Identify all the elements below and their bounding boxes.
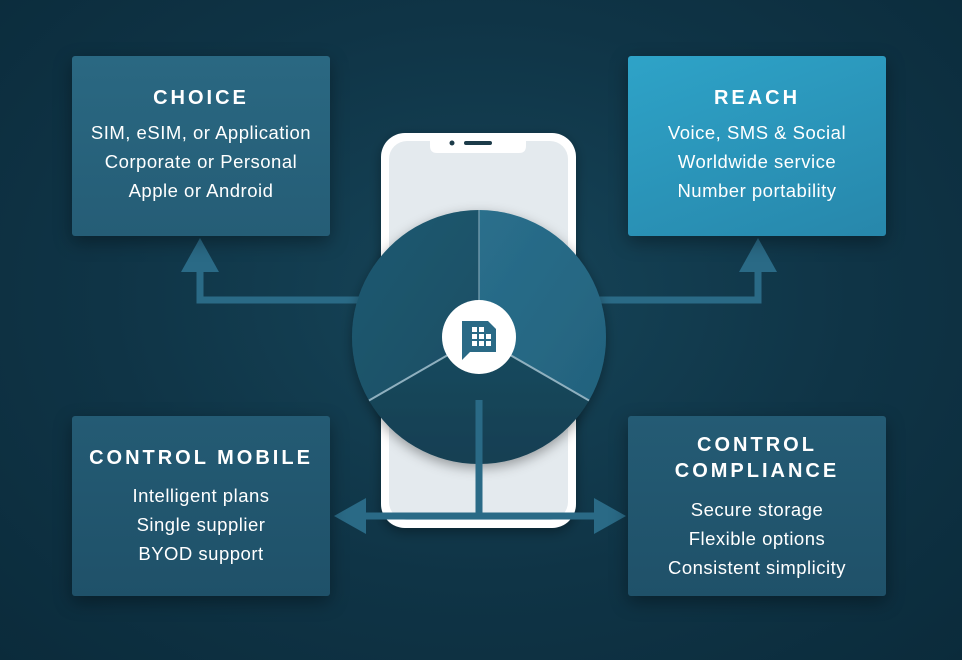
sim-chat-bubble-icon [442,300,516,374]
control-compliance-title-line2: COMPLIANCE [674,460,840,482]
control-compliance-item: Consistent simplicity [667,557,847,578]
control-compliance-item: Flexible options [688,528,826,549]
control-mobile-title: CONTROL MOBILE [89,447,313,469]
control-compliance-title-line1: CONTROL [697,434,817,456]
control-mobile-item: Intelligent plans [132,485,270,506]
control-compliance-item: Secure storage [690,499,824,520]
reach-item: Number portability [677,180,837,201]
choice-item: Apple or Android [128,180,274,201]
reach-item: Worldwide service [677,151,837,172]
arrow-to-control-boxes [334,400,626,534]
control-mobile-card: CONTROL MOBILE Intelligent plans Single … [72,416,330,596]
reach-title: REACH [713,87,801,109]
choice-item: SIM, eSIM, or Application [90,122,312,143]
control-mobile-item: BYOD support [138,543,264,564]
choice-card: CHOICE SIM, eSIM, or Application Corpora… [72,56,330,236]
arrow-to-choice [181,238,418,304]
choice-item: Corporate or Personal [104,151,298,172]
reach-card: REACH Voice, SMS & Social Worldwide serv… [628,56,886,236]
arrow-to-reach [560,238,777,304]
control-mobile-item: Single supplier [136,514,266,535]
choice-title: CHOICE [153,87,249,109]
control-compliance-card: CONTROL COMPLIANCE Secure storage Flexib… [628,416,886,596]
reach-item: Voice, SMS & Social [667,122,847,143]
